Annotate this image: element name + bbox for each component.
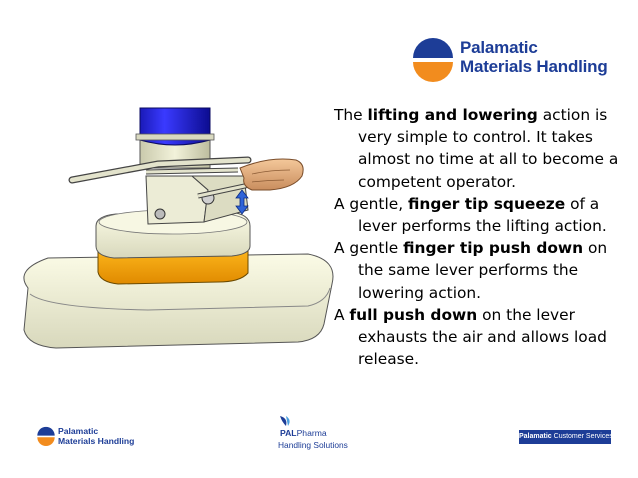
paragraph-finger-push-down: A gentle finger tip push down on the sam…: [334, 239, 608, 302]
footer-palamatic-logo-icon: [37, 426, 55, 446]
logo-line-1: Palamatic: [460, 38, 538, 57]
palpharma-tagline: Handling Solutions: [278, 440, 348, 450]
customer-services-badge: Palamatic Customer Services: [519, 430, 613, 444]
footer-palpharma-logo: PALPharma Handling Solutions: [274, 414, 374, 454]
palamatic-logo-icon: [413, 38, 453, 82]
paragraph-lifting-lowering: The lifting and lowering action is very …: [334, 106, 619, 191]
vacuum-lifter-illustration: [23, 107, 334, 349]
main-text: The lifting and lowering action is very …: [334, 104, 634, 370]
logo-line-2: Materials Handling: [460, 57, 608, 76]
palamatic-logo: Palamatic Materials Handling: [410, 36, 630, 84]
footer-logo-line-1: Palamatic: [58, 426, 99, 436]
palpharma-logo-icon: [280, 416, 290, 426]
paragraph-full-push-down: A full push down on the lever exhausts t…: [334, 305, 607, 369]
footer-logo-line-2: Materials Handling: [58, 435, 135, 446]
palpharma-pharma: Pharma: [296, 428, 327, 438]
paragraph-finger-squeeze: A gentle, finger tip squeeze of a lever …: [334, 194, 607, 236]
palpharma-pal: PAL: [280, 428, 297, 438]
footer-palamatic-logo: Palamatic Materials Handling: [36, 426, 156, 450]
